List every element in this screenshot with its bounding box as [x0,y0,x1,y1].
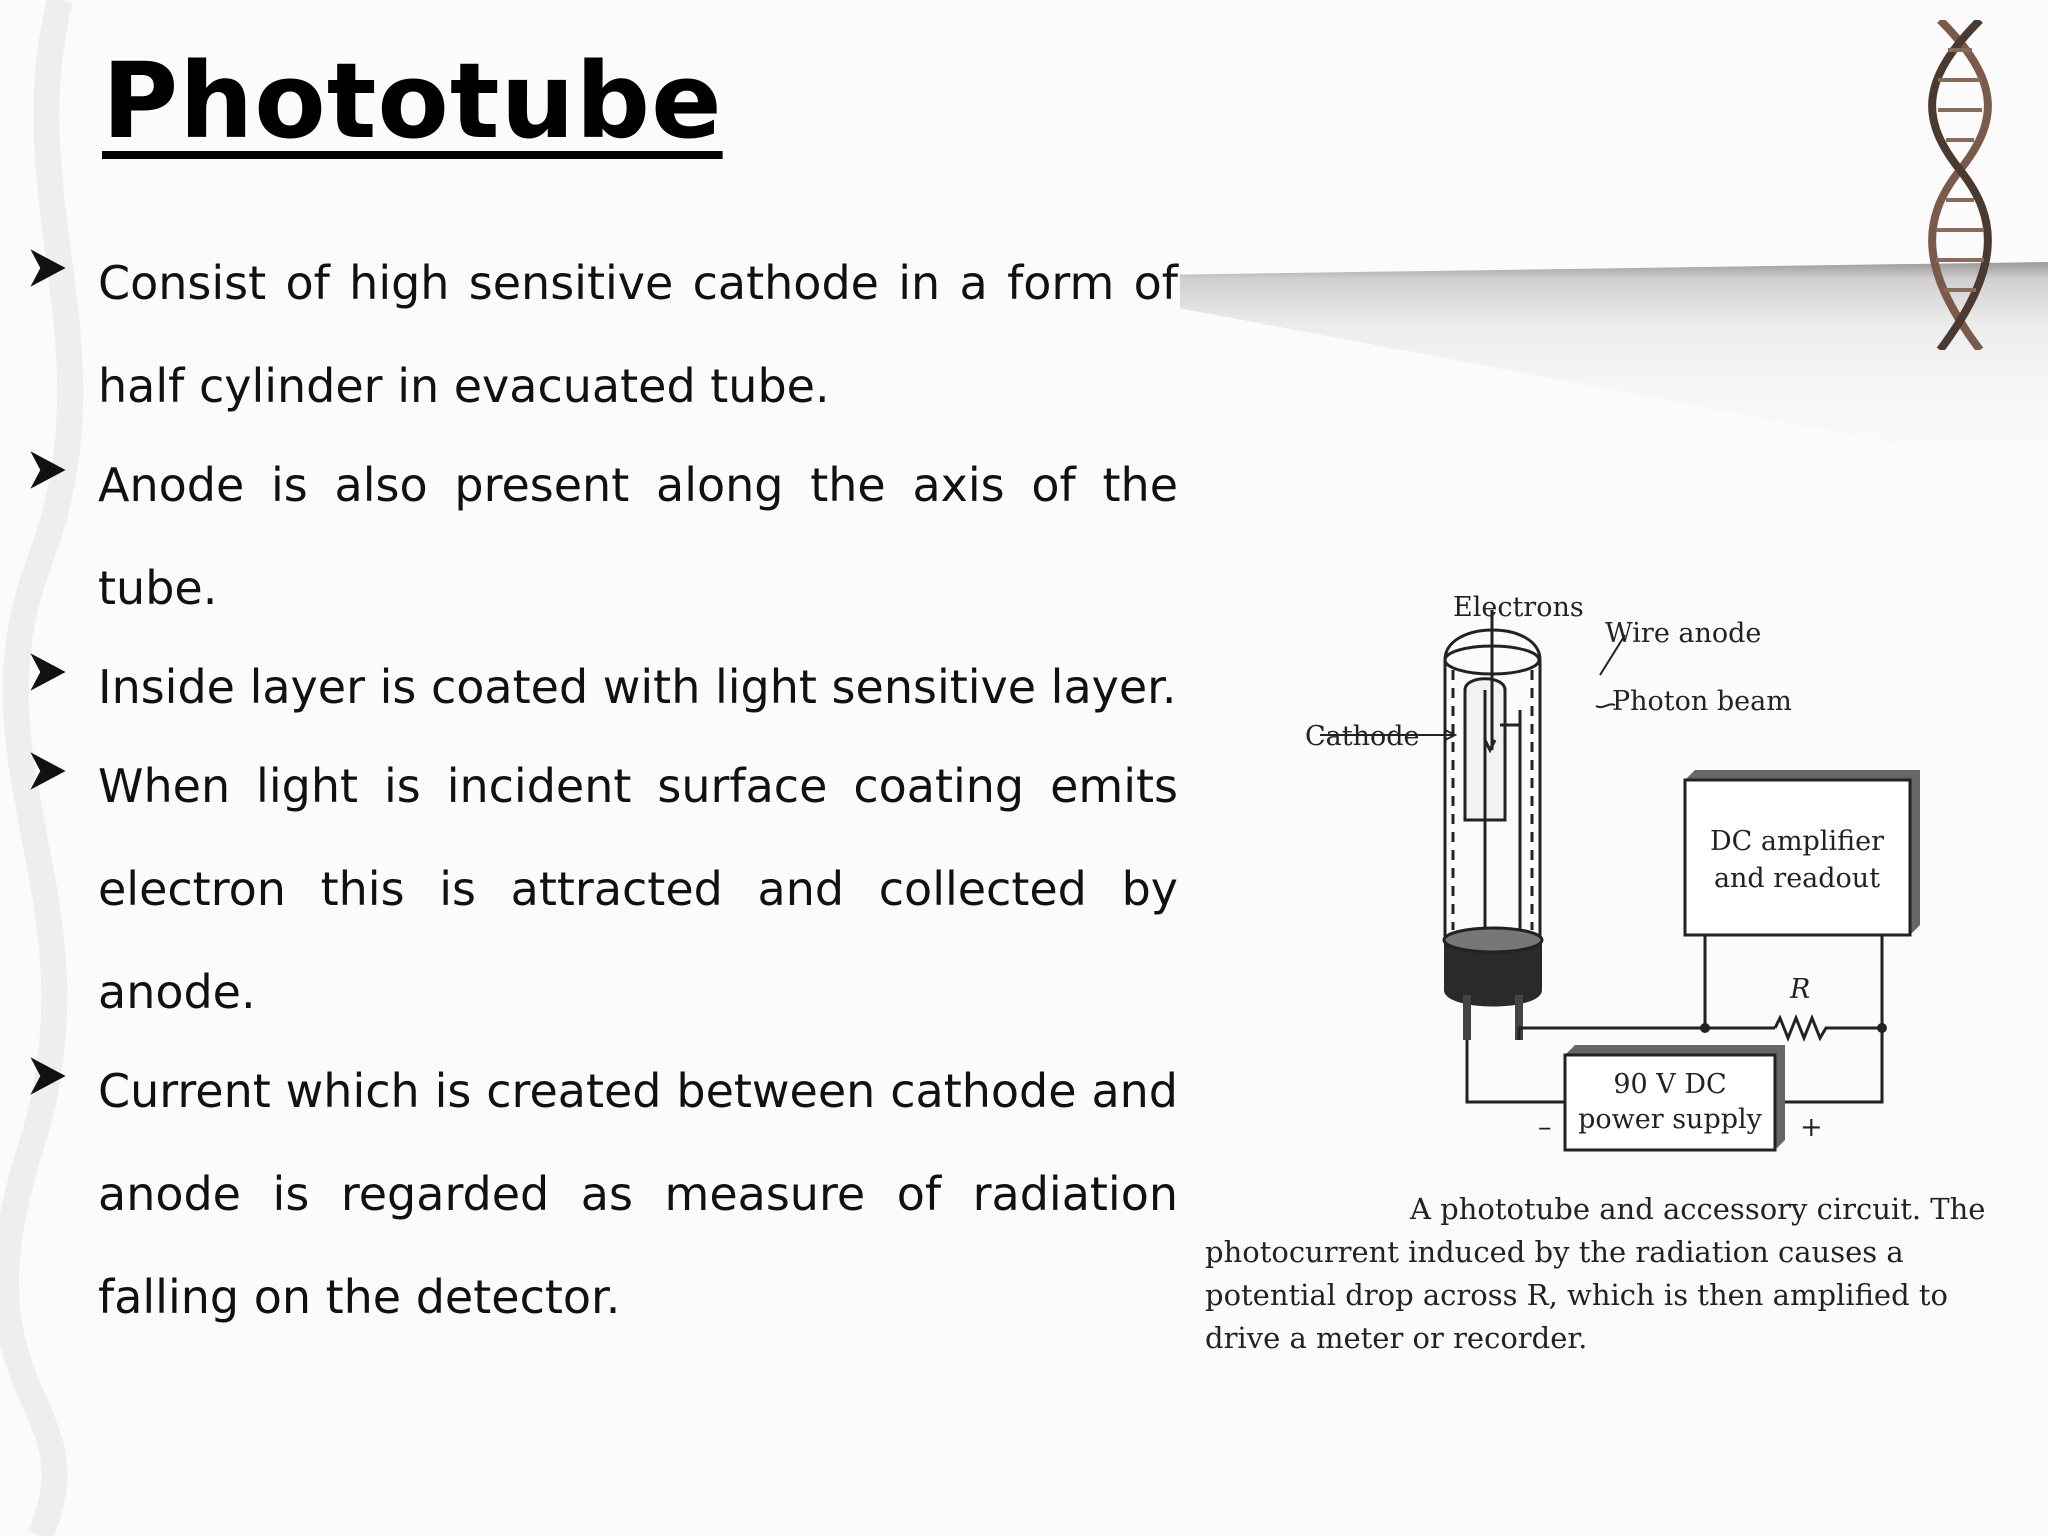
bullet-text: When light is incident surface coating e… [98,759,1178,1019]
label-power-voltage: 90 V DC [1613,1069,1726,1100]
bullet-list: Consist of high sensitive cathode in a f… [18,249,1178,1363]
label-readout: and readout [1714,863,1880,894]
bullet-item: When light is incident surface coating e… [18,735,1178,1044]
tube-base [1442,926,1544,1040]
circuit-wires [1465,935,1884,1104]
arrowhead-bullet-icon [30,653,66,691]
bullet-text: Anode is also present along the axis of … [98,458,1178,615]
label-cathode: Cathode [1305,721,1420,752]
junction-dot [1877,1023,1887,1033]
label-power-supply: power supply [1578,1104,1763,1135]
arrowhead-bullet-icon [30,752,66,790]
label-plus: + [1800,1112,1823,1143]
arrowhead-bullet-icon [30,1057,66,1095]
bullet-text: Current which is created between cathode… [98,1064,1178,1324]
label-resistor: R [1789,974,1810,1005]
label-minus: – [1538,1112,1552,1143]
slide-title: Phototube [102,40,723,162]
bullet-item: Current which is created between cathode… [18,1040,1178,1349]
bullet-text: Inside layer is coated with light sensit… [98,660,1177,714]
figure-caption: A phototube and accessory circuit. The p… [1205,1192,1986,1355]
bullet-item: Consist of high sensitive cathode in a f… [18,232,1178,438]
bullet-item: Anode is also present along the axis of … [18,434,1178,640]
phototube [1443,610,1542,942]
background-chain-decoration [0,0,84,1536]
arrowhead-bullet-icon [30,249,66,287]
label-wire-anode: Wire anode [1605,618,1761,649]
dna-helix-icon [1928,20,1992,350]
label-photon-beam: Photon beam [1612,686,1792,717]
label-dc-amplifier: DC amplifier [1710,826,1884,857]
power-supply-box [1563,1045,1785,1152]
bullet-item: Inside layer is coated with light sensit… [18,636,1178,739]
bullet-text: Consist of high sensitive cathode in a f… [98,256,1178,413]
dc-amplifier-box [1683,770,1920,937]
phototube-circuit-diagram: Electrons Wire anode Photon beam Cathode… [1305,592,1920,1152]
label-electrons: Electrons [1453,592,1584,623]
arrowhead-bullet-icon [30,451,66,489]
junction-dot [1700,1023,1710,1033]
